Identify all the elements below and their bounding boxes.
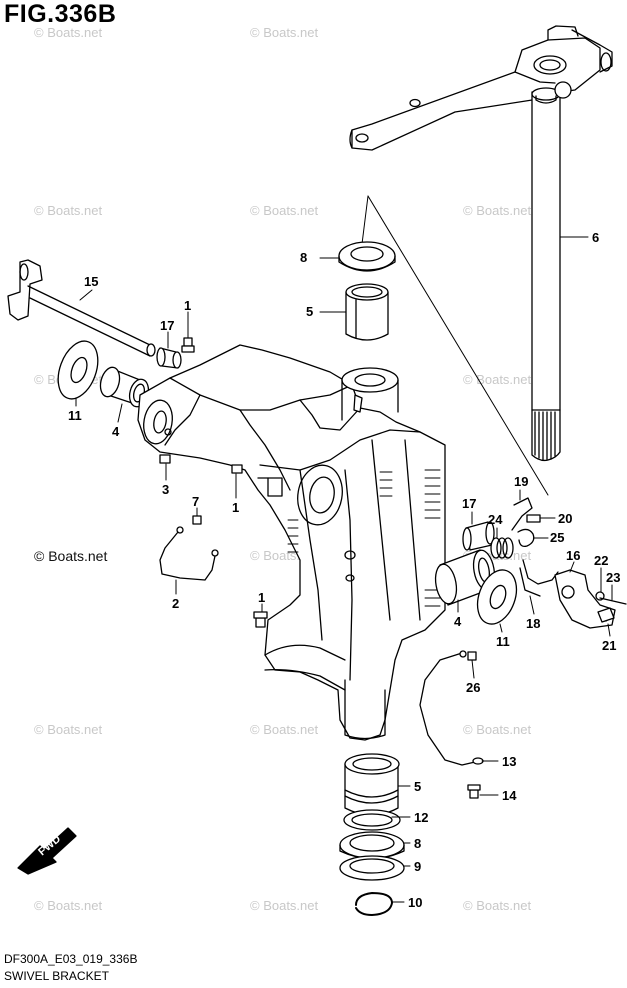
swivel-bracket-body (137, 344, 446, 741)
washer-part-11-right (476, 569, 518, 625)
callout-16: 16 (566, 548, 580, 563)
watermark: © Boats.net (250, 25, 319, 40)
callout-1: 1 (184, 298, 191, 313)
callout-14: 14 (502, 788, 517, 803)
watermark: © Boats.net (463, 203, 532, 218)
figure-name: SWIVEL BRACKET (4, 969, 109, 983)
spring-clip-part-19 (511, 497, 533, 531)
watermark: © Boats.net (250, 898, 319, 913)
callout-26: 26 (466, 680, 480, 695)
grease-nipple-part-1-top (181, 337, 195, 353)
callout-24: 24 (488, 512, 503, 527)
callout-18: 18 (526, 616, 540, 631)
callout-11: 11 (68, 408, 82, 423)
callout-10: 10 (408, 895, 422, 910)
fwd-direction-arrow: FWD (17, 827, 77, 875)
copyright-notice: © Boats.net (34, 548, 108, 564)
callout-11: 11 (496, 634, 510, 649)
figure-code: DF300A_E03_019_336B (4, 952, 138, 966)
callout-19: 19 (514, 474, 528, 489)
steering-shaft-part-6 (349, 25, 613, 462)
callout-9: 9 (414, 859, 421, 874)
callout-5: 5 (414, 779, 421, 794)
stud-part-3 (159, 454, 171, 464)
callout-20: 20 (558, 511, 572, 526)
callout-2: 2 (172, 596, 179, 611)
callout-13: 13 (502, 754, 516, 769)
callout-25: 25 (550, 530, 564, 545)
cap-part-17-left (156, 347, 182, 369)
tilt-pin-part-15 (7, 259, 156, 357)
bushing-part-5-bottom (344, 753, 400, 816)
callout-12: 12 (414, 810, 428, 825)
callout-8: 8 (300, 250, 307, 265)
callout-22: 22 (594, 553, 608, 568)
spring-part-24 (490, 537, 514, 559)
snap-ring-part-10 (355, 892, 393, 916)
callout-4: 4 (454, 614, 462, 629)
callout-labels: 6 8 5 15 1 17 11 4 3 1 7 2 1 19 20 17 24… (68, 230, 620, 910)
cap-part-17-right (462, 521, 495, 551)
watermark: © Boats.net (250, 203, 319, 218)
callout-1: 1 (258, 590, 265, 605)
washer-part-8-bottom (339, 831, 405, 860)
callout-4: 4 (112, 424, 120, 439)
seal-part-12 (343, 809, 401, 831)
bolt-part-20 (526, 514, 541, 523)
callout-1: 1 (232, 500, 239, 515)
grease-nipple-part-1-middle (231, 464, 243, 474)
callout-6: 6 (592, 230, 599, 245)
callout-21: 21 (602, 638, 616, 653)
spring-part-25 (517, 528, 535, 548)
callout-23: 23 (606, 570, 620, 585)
watermark: © Boats.net (34, 898, 103, 913)
callout-15: 15 (84, 274, 98, 289)
callout-3: 3 (162, 482, 169, 497)
callout-17: 17 (462, 496, 476, 511)
watermark: © Boats.net (250, 722, 319, 737)
nut-part-21 (597, 607, 615, 623)
washer-part-8-top (338, 241, 396, 272)
figure-title: FIG.336B (4, 0, 117, 28)
leader-lines (75, 236, 613, 903)
washer-part-9 (339, 855, 405, 881)
callout-17: 17 (160, 318, 174, 333)
ground-lead-part-2 (159, 526, 219, 581)
bolt-part-7 (192, 515, 202, 525)
washer-part-11-left (57, 340, 99, 400)
callout-8: 8 (414, 836, 421, 851)
lever-part-18 (519, 559, 559, 597)
bushing-part-5-top (345, 283, 389, 341)
watermark: © Boats.net (463, 372, 532, 387)
ground-wire-part-13 (419, 650, 484, 766)
watermark: © Boats.net (34, 25, 103, 40)
callout-5: 5 (306, 304, 313, 319)
bolt-part-14 (467, 784, 481, 799)
watermark: © Boats.net (463, 722, 532, 737)
watermark: © Boats.net (34, 203, 103, 218)
grease-nipple-part-1-bottom (253, 611, 268, 628)
callout-7: 7 (192, 494, 199, 509)
watermark: © Boats.net (34, 722, 103, 737)
watermark: © Boats.net (463, 898, 532, 913)
pin-part-23 (599, 597, 627, 605)
bolt-part-26 (467, 651, 477, 661)
